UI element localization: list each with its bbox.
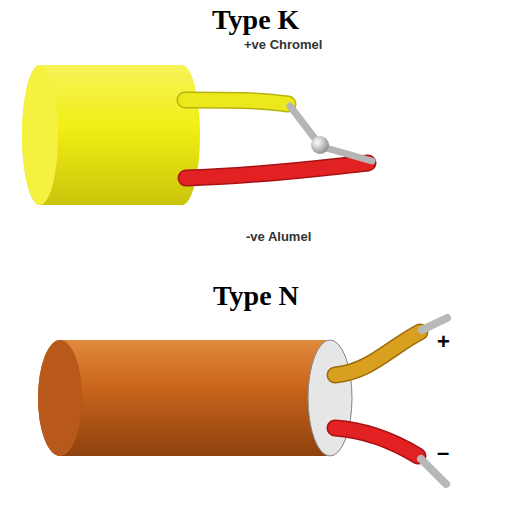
negative-wire [335,428,418,456]
brown-housing [38,340,352,456]
housing-face [308,340,352,456]
alumel-wire-edge [186,163,368,178]
alumel-wire [186,163,368,178]
polarity-sign: – [437,440,449,465]
housing-end [22,65,58,205]
positive-conductor [422,318,447,330]
positive-wire-edge [335,332,420,375]
positive-wire [335,332,420,375]
chromel-conductor [290,106,316,140]
chromel-wire-edge [185,100,288,104]
housing-end [38,340,82,456]
chromel-wire [185,100,288,104]
type-heading: Type K [212,4,299,36]
negative-wire-edge [335,428,418,456]
polarity-sign: + [437,329,450,354]
yellow-housing [22,65,200,205]
wire-label: -ve Alumel [246,230,311,245]
type-n-probe [38,318,447,484]
alumel-conductor [326,148,372,161]
type-k-probe [22,65,372,205]
wire-label: +ve Chromel [244,38,322,53]
junction-bead [311,136,329,154]
type-heading: Type N [213,280,299,312]
